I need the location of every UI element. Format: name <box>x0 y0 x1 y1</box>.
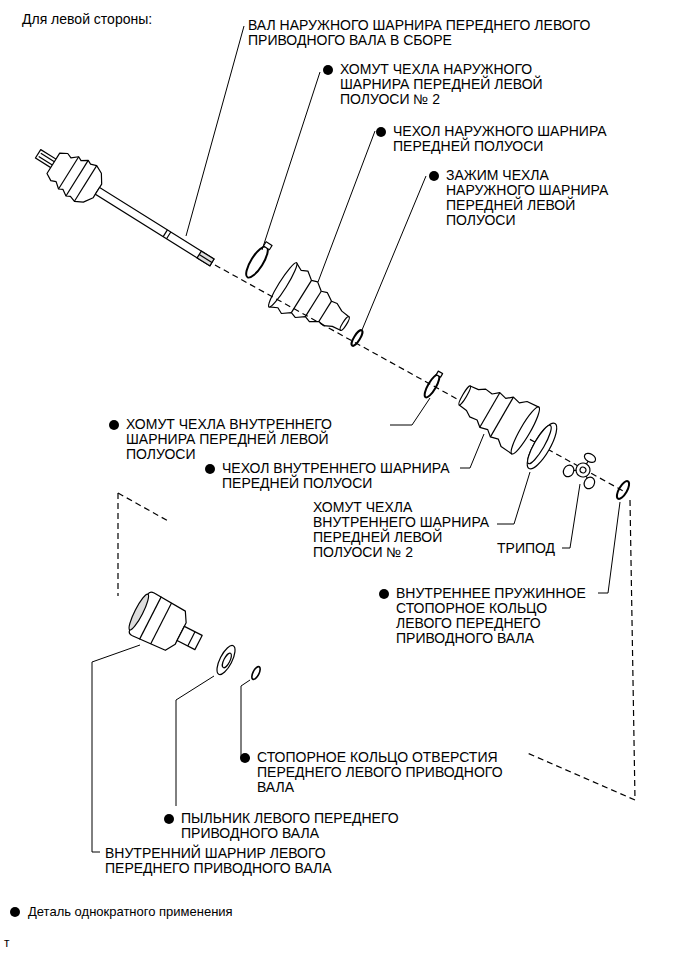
title: Для левой стороны: <box>22 12 152 27</box>
part-label: ЧЕХОЛ ВНУТРЕННЕГО ШАРНИРА ПЕРЕДНЕЙ ПОЛУО… <box>222 461 457 491</box>
part-label: ВАЛ НАРУЖНОГО ШАРНИРА ПЕРЕДНЕГО ЛЕВОГО П… <box>248 18 593 48</box>
part-label: ХОМУТ ЧЕХЛА НАРУЖНОГО ШАРНИРА ПЕРЕДНЕЙ Л… <box>340 62 552 107</box>
part-label: ЗАЖИМ ЧЕХЛА НАРУЖНОГО ШАРНИРА ПЕРЕДНЕЙ Л… <box>446 168 618 228</box>
legend-text: Деталь однократного применения <box>28 904 233 919</box>
inner-joint-housing <box>124 589 209 664</box>
part-label: ПЫЛЬНИК ЛЕВОГО ПЕРЕДНЕГО ПРИВОДНОГО ВАЛА <box>181 811 429 841</box>
single-use-marker <box>164 814 174 824</box>
part-label: ЧЕХОЛ НАРУЖНОГО ШАРНИРА ПЕРЕДНЕЙ ПОЛУОСИ <box>393 124 628 154</box>
clamp-ring <box>422 370 443 399</box>
outer-boot <box>266 261 361 347</box>
part-label: СТОПОРНОЕ КОЛЬЦО ОТВЕРСТИЯ ПЕРЕДНЕГО ЛЕВ… <box>257 750 515 795</box>
part-label: ХОМУТ ЧЕХЛА ВНУТРЕННЕГО ШАРНИРА ПЕРЕДНЕЙ… <box>126 417 386 462</box>
snap-ring <box>250 665 262 680</box>
dust-cover <box>213 643 238 677</box>
inner-boot <box>449 371 543 456</box>
snap-ring <box>615 479 632 500</box>
single-use-marker <box>323 65 333 75</box>
single-use-marker <box>205 464 215 474</box>
clip-ring <box>350 329 365 347</box>
single-use-marker <box>240 753 250 763</box>
part-label: ТРИПОД <box>497 541 561 556</box>
part-label: ВНУТРЕННЕЕ ПРУЖИННОЕ СТОПОРНОЕ КОЛЬЦО ЛЕ… <box>396 586 596 646</box>
single-use-marker <box>379 589 389 599</box>
legend-symbol <box>10 907 20 917</box>
part-label: ХОМУТ ЧЕХЛА ВНУТРЕННЕГО ШАРНИРА ПЕРЕДНЕЙ… <box>313 500 503 560</box>
tripod <box>561 446 606 491</box>
single-use-marker <box>109 420 119 430</box>
band-clamp <box>522 419 562 472</box>
corner-mark: т <box>4 936 24 951</box>
single-use-marker <box>429 171 439 181</box>
part-label: ВНУТРЕННИЙ ШАРНИР ЛЕВОГО ПЕРЕДНЕГО ПРИВО… <box>105 846 340 876</box>
single-use-marker <box>376 127 386 137</box>
clamp-ring <box>242 240 273 280</box>
